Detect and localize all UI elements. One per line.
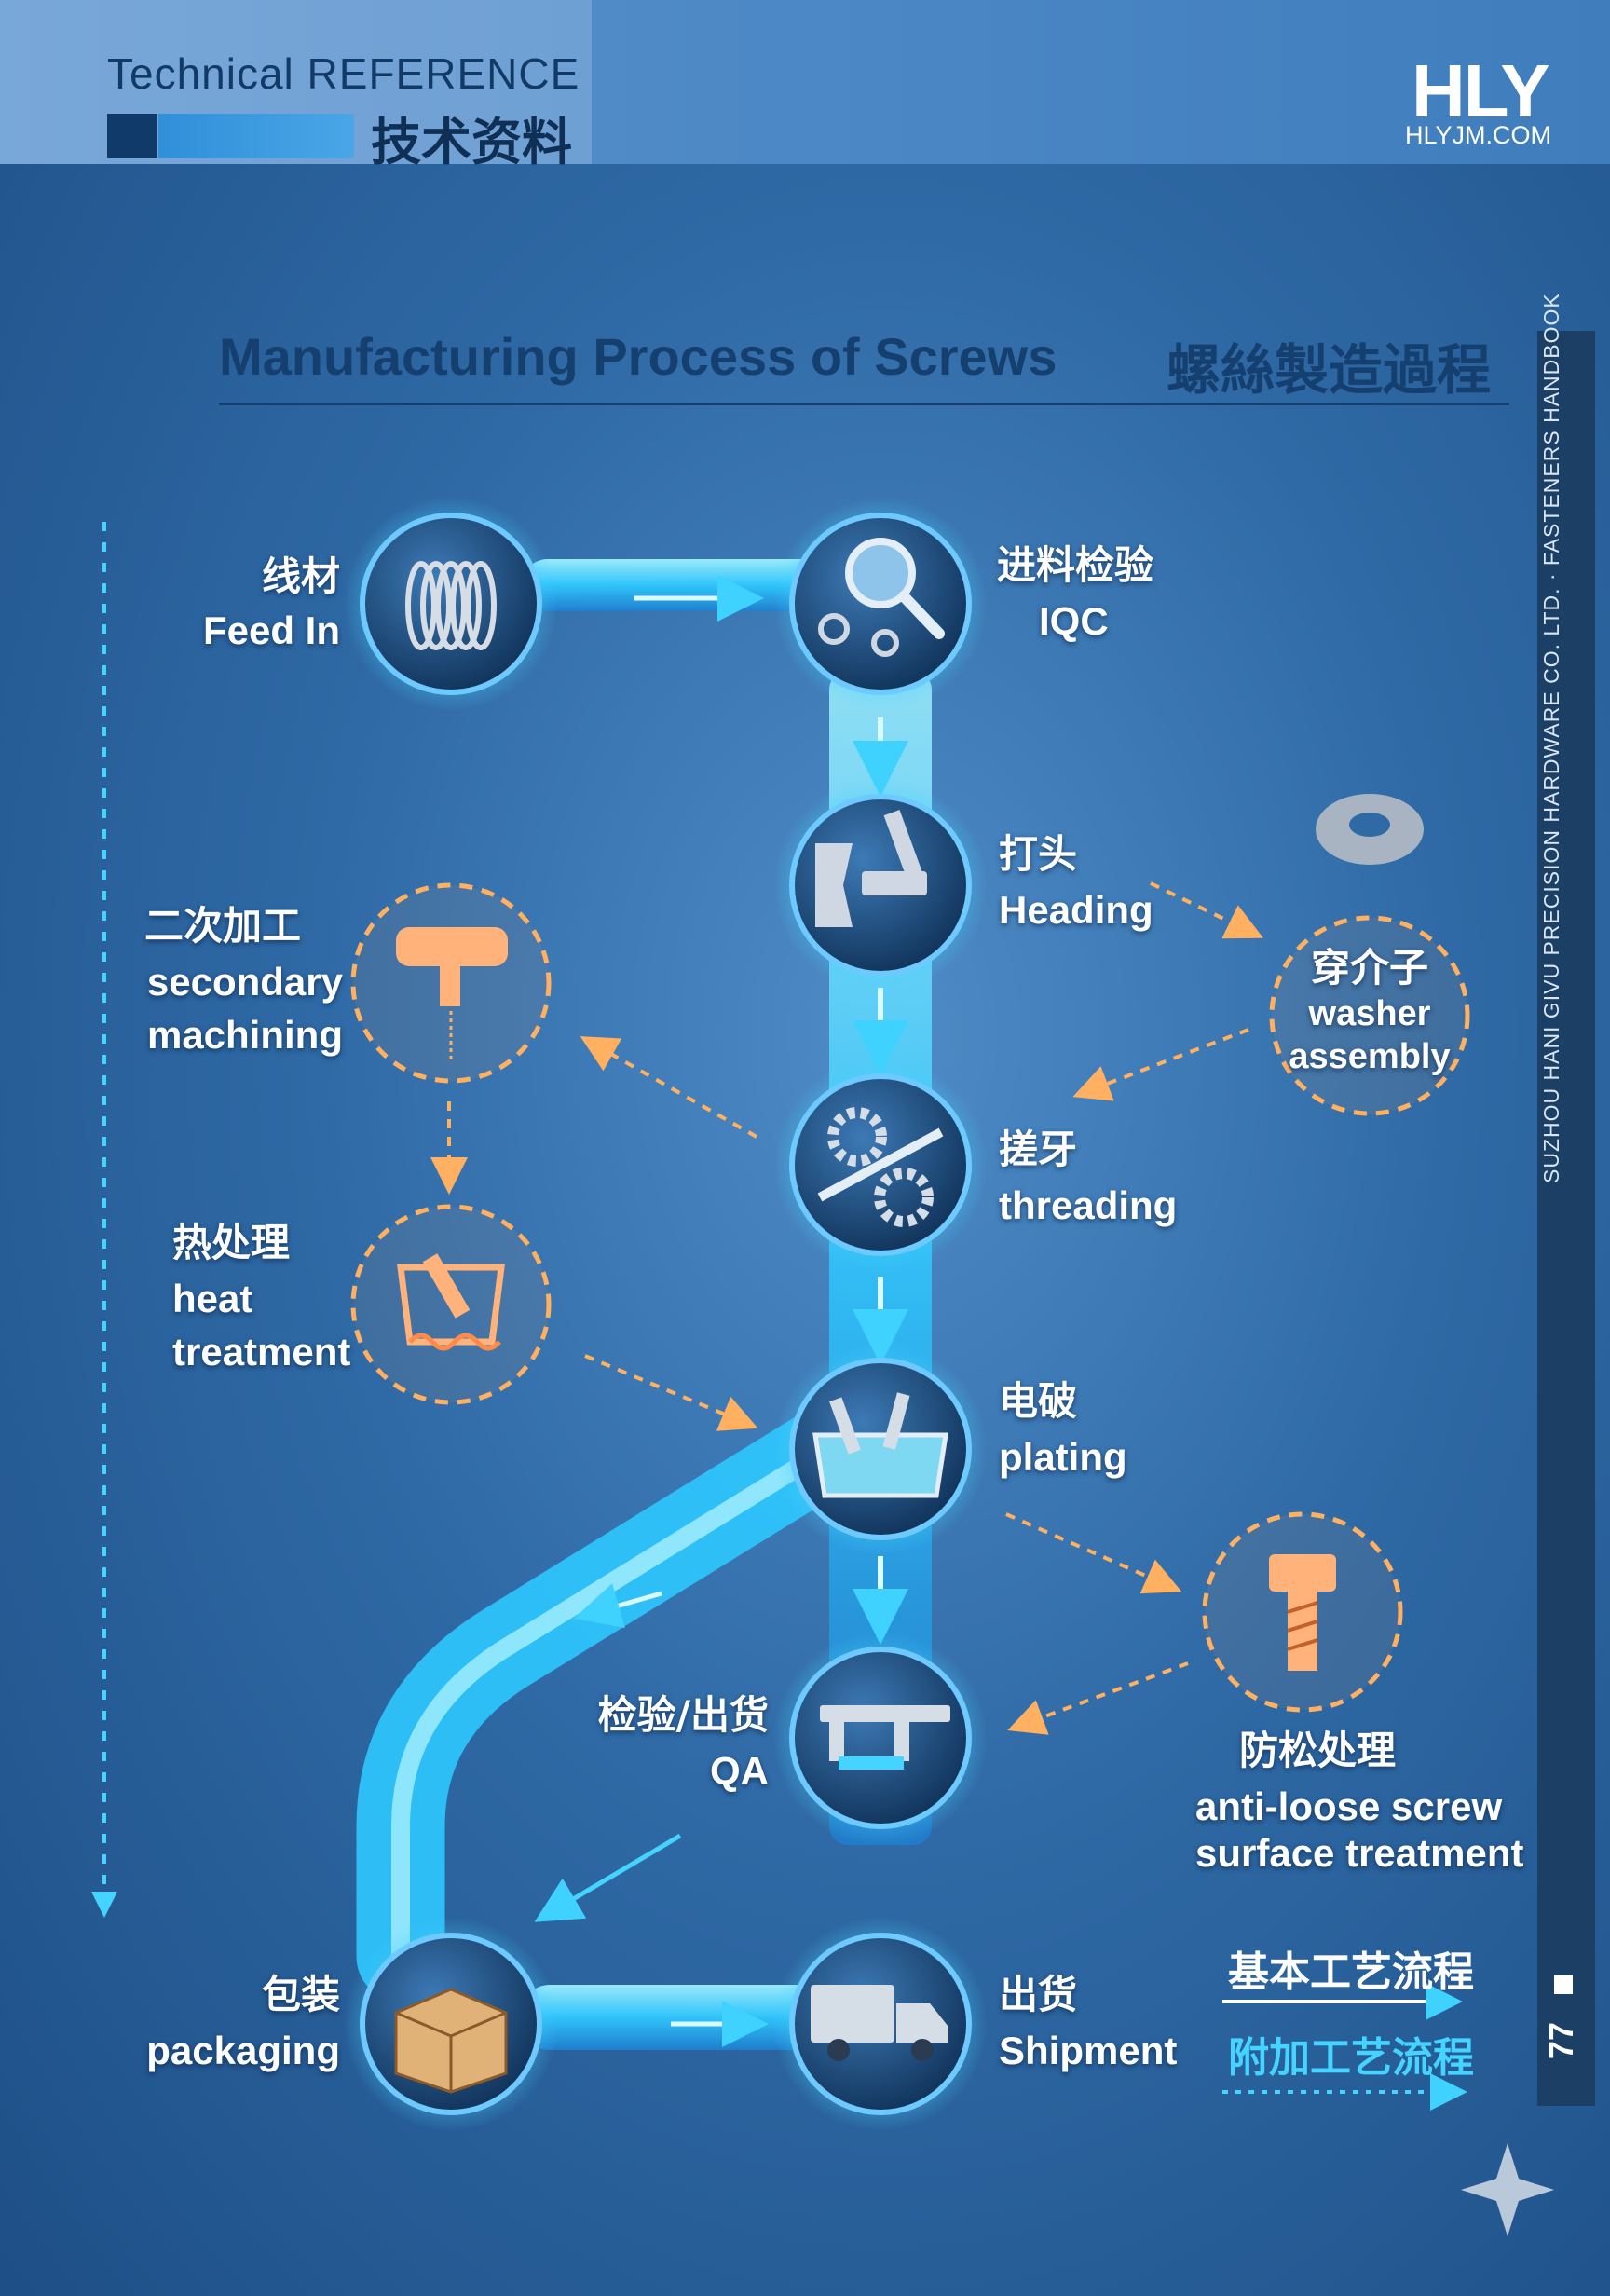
washer-icon — [1316, 794, 1424, 865]
node-iqc — [773, 497, 988, 711]
heat-label-cn: 热处理 — [172, 1220, 291, 1265]
page-marker — [1554, 1975, 1573, 1994]
washer-label-cn: 穿介子 — [1310, 945, 1428, 991]
gears-icon — [827, 1107, 934, 1227]
secondary-label-en2: machining — [146, 1013, 343, 1057]
node-shipment — [773, 1917, 988, 2131]
washer-label-en2: assembly — [1289, 1037, 1451, 1076]
legend-additional: 附加工艺流程 — [1228, 2034, 1474, 2082]
node-qa — [773, 1631, 988, 1845]
heading-label-en: Heading — [999, 888, 1153, 932]
logo: HLY — [1412, 49, 1550, 132]
heading-press-icon — [815, 810, 927, 927]
title-rule — [219, 403, 1509, 405]
shipment-label-en: Shipment — [999, 2029, 1178, 2072]
hammer-icon — [396, 927, 508, 1006]
node-plating — [773, 1342, 988, 1556]
side-strip — [1537, 331, 1595, 2106]
antiloose-label-en2: surface treatment — [1195, 1831, 1524, 1875]
legend-basic: 基本工艺流程 — [1228, 1948, 1474, 1996]
node-washer-assembly — [1269, 794, 1470, 1116]
plating-label-en: plating — [999, 1435, 1127, 1479]
legend-lines — [1222, 1983, 1467, 2111]
antiloose-label-cn: 防松处理 — [1239, 1728, 1397, 1773]
tag-bar-dark — [107, 114, 157, 158]
timeline-arrow — [91, 522, 117, 1918]
plating-bath-icon — [812, 1392, 948, 1498]
threading-label-en: threading — [999, 1183, 1178, 1227]
node-heat-treatment — [350, 1204, 552, 1405]
plating-label-cn: 电破 — [999, 1378, 1078, 1424]
antiloose-label-en1: anti-loose screw — [1195, 1784, 1503, 1828]
packaging-label-en: packaging — [146, 2029, 340, 2072]
washer-label-en1: washer — [1308, 994, 1431, 1033]
tag-en: Technical REFERENCE — [107, 49, 580, 98]
node-packaging — [344, 1917, 558, 2131]
qa-label-cn: 检验/出货 — [597, 1692, 769, 1738]
page-title: Manufacturing Process of Screws — [219, 327, 1057, 386]
tag-cn: 技术资料 — [371, 113, 572, 171]
qa-label-en: QA — [710, 1749, 769, 1793]
tag-bar-light — [158, 114, 354, 158]
node-secondary-machining — [350, 882, 552, 1084]
heat-bath-icon — [397, 1253, 505, 1351]
node-heading — [773, 778, 988, 992]
shipment-label-cn: 出货 — [999, 1972, 1078, 2017]
heat-label-en2: treatment — [172, 1330, 351, 1374]
box-icon — [394, 1988, 508, 2094]
wire-coil-icon — [405, 561, 497, 650]
caliper-icon — [820, 1705, 950, 1770]
sparkle-icon — [1461, 2143, 1554, 2236]
optional-flow-arrows — [430, 882, 1263, 1735]
packaging-label-cn: 包装 — [261, 1972, 340, 2017]
node-anti-loose — [1202, 1511, 1403, 1713]
magnifier-icon — [818, 538, 945, 657]
secondary-label-cn: 二次加工 — [144, 903, 302, 949]
iqc-label-cn: 进料检验 — [997, 542, 1154, 588]
secondary-label-en1: secondary — [146, 960, 343, 1004]
bolt-icon — [1269, 1554, 1336, 1671]
heading-label-cn: 打头 — [999, 831, 1078, 877]
feed-in-label-cn: 线材 — [261, 554, 340, 599]
truck-icon — [811, 1985, 948, 2061]
logo-url: HLYJM.COM — [1405, 121, 1552, 149]
node-threading — [773, 1058, 988, 1272]
node-feed-in — [344, 497, 558, 711]
page-title-cn: 螺絲製造過程 — [1167, 338, 1492, 402]
threading-label-cn: 搓牙 — [999, 1127, 1078, 1172]
heat-label-en1: heat — [172, 1277, 253, 1320]
iqc-label-en: IQC — [1039, 599, 1109, 643]
feed-in-label-en: Feed In — [202, 608, 340, 652]
